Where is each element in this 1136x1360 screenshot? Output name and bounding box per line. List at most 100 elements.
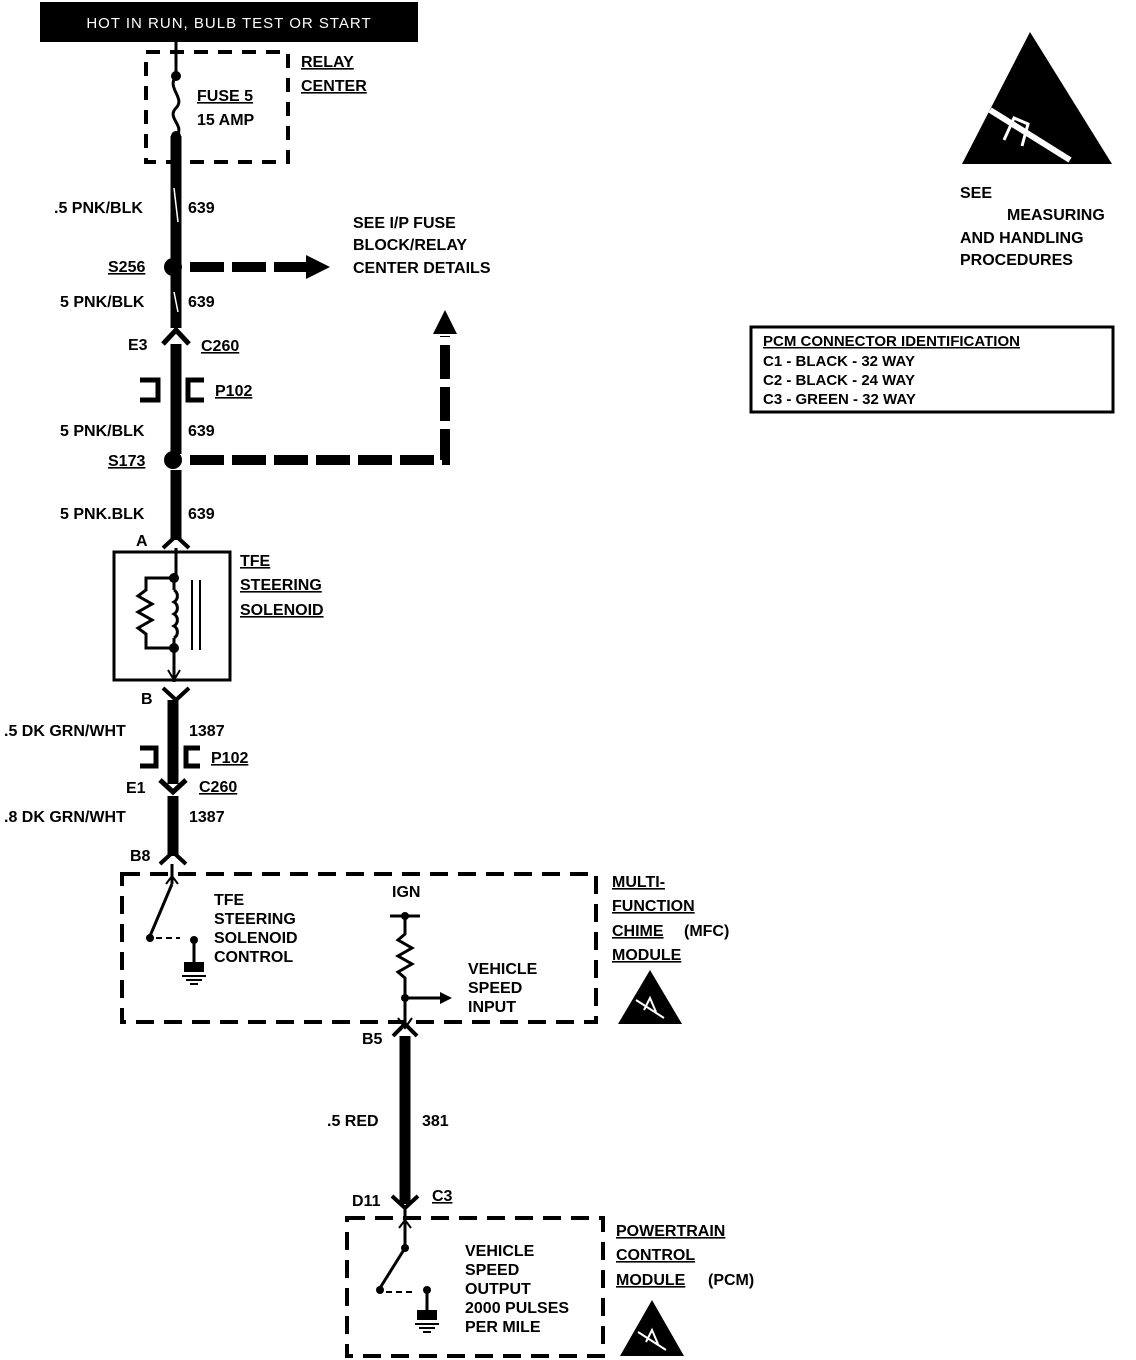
- splice-s256-label: S256: [108, 259, 145, 276]
- wire-3-gauge: 5 PNK/BLK: [60, 423, 145, 440]
- wire-5-circuit: 1387: [189, 723, 225, 740]
- fuse-label: FUSE 5: [197, 88, 253, 105]
- pcm-table-row-3: C3 - GREEN - 32 WAY: [763, 391, 916, 408]
- ground-icon: [182, 940, 206, 985]
- connector-e1-label: E1: [126, 780, 146, 797]
- wire-2-gauge: 5 PNK/BLK: [60, 294, 145, 311]
- power-header-bar: [40, 2, 418, 42]
- wire-3-circuit: 639: [188, 423, 215, 440]
- solenoid-label-1: TFE: [240, 553, 271, 570]
- p102-top-bracket-left: [140, 377, 161, 403]
- esd-notice-4: PROCEDURES: [960, 252, 1073, 269]
- connector-c260-bottom: [158, 778, 188, 796]
- wire-4-circuit: 639: [188, 506, 215, 523]
- connector-e3-label: E3: [128, 337, 148, 354]
- power-header-label: HOT IN RUN, BULB TEST OR START: [86, 15, 371, 32]
- splice-s256: [164, 258, 182, 276]
- p102-bottom-bracket-left: [140, 745, 159, 769]
- pcm-out-label-2: SPEED: [465, 1262, 519, 1279]
- wire-1-circuit: 639: [188, 200, 215, 217]
- connector-p102-top-label: P102: [215, 383, 252, 400]
- pcm-out-label-4: 2000 PULSES: [465, 1300, 569, 1317]
- up-arrow-icon: [433, 310, 457, 334]
- connector-b8-label: B8: [130, 848, 151, 865]
- connector-c260-bottom-label: C260: [199, 779, 237, 796]
- mfc-title-suffix: (MFC): [684, 923, 729, 940]
- pin-a-label: A: [136, 533, 148, 550]
- wire-1-gauge: .5 PNK/BLK: [54, 200, 143, 217]
- wire-6-gauge: .8 DK GRN/WHT: [4, 809, 126, 826]
- pin-b-label: B: [141, 691, 153, 708]
- splice-s173-label: S173: [108, 453, 145, 470]
- pcm-out-label-5: PER MILE: [465, 1319, 541, 1336]
- mfc-title-2: FUNCTION: [612, 898, 695, 915]
- pcm-table-row-2: C2 - BLACK - 24 WAY: [763, 372, 915, 389]
- see-ip-line-2: BLOCK/RELAY: [353, 237, 467, 254]
- pcm-module-box: [345, 1216, 605, 1358]
- right-arrow-icon: [306, 255, 330, 279]
- splice-s173-branch: [190, 336, 450, 465]
- pcm-title-3: MODULE: [616, 1272, 686, 1289]
- connector-b8: [158, 849, 188, 866]
- wire-7-gauge: .5 RED: [327, 1113, 379, 1130]
- vs-input-label-3: INPUT: [468, 999, 516, 1016]
- mfc-switch-label-2: STEERING: [214, 911, 296, 928]
- relay-center-box: [144, 50, 290, 164]
- esd-warning-large-icon: [962, 32, 1112, 164]
- mfc-switch-label-1: TFE: [214, 892, 245, 909]
- pcm-title-suffix: (PCM): [708, 1272, 754, 1289]
- mfc-switch-label-4: CONTROL: [214, 949, 293, 966]
- esd-warning-icon: [620, 1300, 684, 1356]
- fuse-rating: 15 AMP: [197, 112, 255, 129]
- mfc-switch-label-3: SOLENOID: [214, 930, 298, 947]
- wire-2-circuit: 639: [188, 294, 215, 311]
- resistor-icon: [390, 912, 452, 1030]
- pcm-table-title: PCM CONNECTOR IDENTIFICATION: [763, 333, 1020, 350]
- mfc-title-4: MODULE: [612, 947, 682, 964]
- mfc-title-1: MULTI-: [612, 874, 665, 891]
- connector-pin-a: [161, 533, 191, 550]
- esd-notice-2: MEASURING: [1007, 207, 1105, 224]
- see-ip-line-1: SEE I/P FUSE: [353, 215, 456, 232]
- mfc-module-box: [120, 872, 598, 1024]
- connector-c260-top-label: C260: [201, 338, 239, 355]
- p102-bottom-bracket-right: [183, 745, 200, 769]
- wire-7-circuit: 381: [422, 1113, 449, 1130]
- pcm-out-label-1: VEHICLE: [465, 1243, 535, 1260]
- switch-icon: [146, 864, 198, 944]
- esd-warning-icon: [618, 970, 682, 1024]
- connector-b5: [391, 1021, 419, 1038]
- pcm-out-label-3: OUTPUT: [465, 1281, 531, 1298]
- solenoid-coil-icon: [134, 548, 201, 682]
- see-ip-line-3: CENTER DETAILS: [353, 260, 491, 277]
- ign-label: IGN: [392, 884, 420, 901]
- pcm-ground-icon: [415, 1290, 439, 1333]
- fuse-icon: [171, 42, 181, 141]
- connector-c3-label: C3: [432, 1188, 453, 1205]
- vs-input-label-1: VEHICLE: [468, 961, 538, 978]
- wire-4-gauge: 5 PNK.BLK: [60, 506, 145, 523]
- wire-5-gauge: .5 DK GRN/WHT: [4, 723, 126, 740]
- pcm-title-2: CONTROL: [616, 1247, 695, 1264]
- connector-p102-bottom-label: P102: [211, 750, 248, 767]
- pcm-title-1: POWERTRAIN: [616, 1223, 725, 1240]
- connector-c260-top: [161, 326, 191, 346]
- relay-center-title-2: CENTER: [301, 78, 367, 95]
- connector-d11-label: D11: [352, 1193, 381, 1210]
- p102-top-bracket-right: [185, 377, 204, 403]
- solenoid-label-3: SOLENOID: [240, 602, 324, 619]
- pcm-switch-icon: [376, 1208, 431, 1294]
- esd-notice-3: AND HANDLING: [960, 230, 1084, 247]
- vs-input-label-2: SPEED: [468, 980, 522, 997]
- pcm-connector-table: [749, 325, 1115, 414]
- esd-notice-1: SEE: [960, 185, 992, 202]
- connector-b5-label: B5: [362, 1031, 383, 1048]
- wire-6-circuit: 1387: [189, 809, 225, 826]
- splice-s173: [164, 451, 182, 469]
- relay-center-title-1: RELAY: [301, 54, 354, 71]
- pcm-table-row-1: C1 - BLACK - 32 WAY: [763, 353, 915, 370]
- tfe-solenoid-box: [112, 550, 232, 682]
- mfc-title-3: CHIME: [612, 923, 664, 940]
- connector-pin-b: [161, 686, 191, 703]
